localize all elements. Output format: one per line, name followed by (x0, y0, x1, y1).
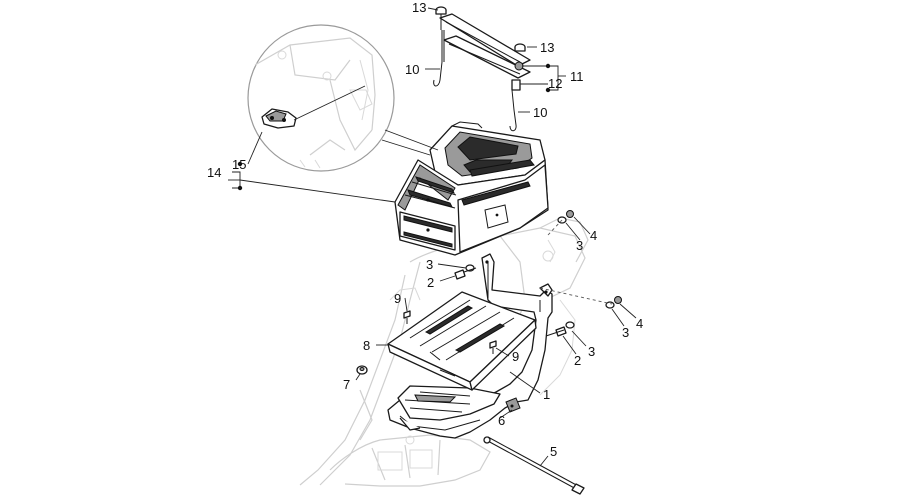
callout-8: 8 (363, 338, 370, 353)
callout-13-right: 13 (540, 40, 554, 55)
nut-13-upper (435, 6, 447, 30)
callout-3-left: 3 (426, 257, 433, 272)
callout-13-top: 13 (412, 0, 426, 15)
callout-9-right: 9 (512, 349, 519, 364)
callout-15: 15 (232, 157, 246, 172)
washer-3-mid (565, 321, 575, 329)
detail-inset (247, 24, 395, 172)
leader-lines (228, 7, 637, 467)
tray-8 (387, 291, 537, 391)
callout-7: 7 (343, 377, 350, 392)
storage-box (394, 121, 549, 256)
callout-1: 1 (543, 387, 550, 402)
bracket-6 (505, 397, 521, 413)
washer-3-right (605, 301, 615, 309)
fasteners (356, 210, 622, 375)
callout-3-right: 3 (622, 325, 629, 340)
long-bolt-5 (483, 436, 585, 495)
callout-4-right: 4 (636, 316, 643, 331)
callout-10-upper: 10 (405, 62, 419, 77)
screw-9-left (403, 310, 411, 324)
callout-12: 12 (548, 76, 562, 91)
bolt-2-left (454, 267, 477, 280)
callout-2-left: 2 (427, 275, 434, 290)
callout-3-upper: 3 (576, 238, 583, 253)
nut-7 (356, 365, 368, 375)
screw-9-right (489, 340, 497, 354)
callout-5: 5 (550, 444, 557, 459)
nut-4-right (614, 296, 622, 304)
nut-4-upper (566, 210, 574, 218)
callout-9-left: 9 (394, 291, 401, 306)
strap-assembly (433, 6, 531, 132)
clip-part-15 (261, 108, 297, 129)
rack-frame-1 (387, 253, 553, 439)
callout-14: 14 (207, 165, 221, 180)
callout-11: 11 (570, 69, 584, 84)
callout-2-right: 2 (574, 353, 581, 368)
callout-10-lower: 10 (533, 105, 547, 120)
callout-labels: 13 13 10 11 12 10 15 14 4 3 3 2 9 8 9 7 … (207, 0, 643, 459)
scooter-frame-ghost (299, 217, 589, 487)
nut-13-lower (514, 43, 526, 52)
callout-3-mid: 3 (588, 344, 595, 359)
callout-6: 6 (498, 413, 505, 428)
bolt-2-right (545, 326, 567, 337)
callout-4-upper: 4 (590, 228, 597, 243)
